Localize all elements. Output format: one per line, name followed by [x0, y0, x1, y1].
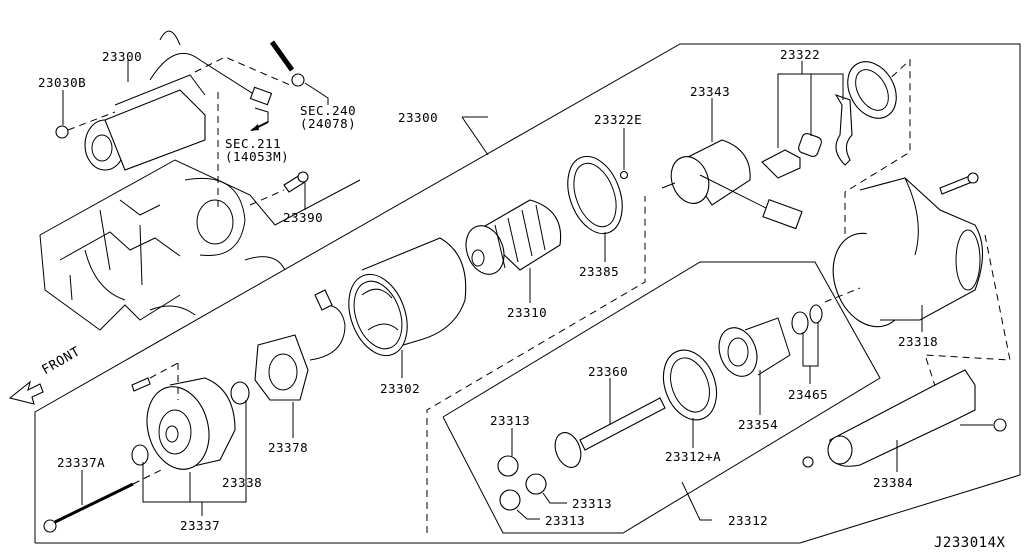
label-sec211-ref: (14053M): [225, 149, 290, 164]
label-23318: 23318: [898, 334, 939, 349]
nut-23030b-drawing: [55, 125, 69, 139]
housing-bolt-drawing: [939, 175, 973, 195]
engine-block-drawing: [39, 159, 361, 331]
planetary-group-outline: [442, 261, 881, 534]
label-23322: 23322: [780, 47, 821, 62]
label-23338: 23338: [222, 475, 263, 490]
label-23312: 23312: [728, 513, 769, 528]
label-23300-top: 23300: [102, 49, 143, 64]
internal-gear-23312a-drawing: [662, 349, 718, 421]
planetary-dashed-outline: [426, 196, 646, 533]
label-23343: 23343: [690, 84, 731, 99]
lever-set-23322-drawing: [761, 61, 897, 179]
label-23354: 23354: [738, 417, 779, 432]
label-23337: 23337: [180, 518, 221, 533]
label-23312a: 23312+A: [665, 449, 722, 464]
battery-cable-drawing: [269, 40, 295, 72]
cover-23384-drawing: [827, 369, 976, 467]
label-23030b: 23030B: [38, 75, 87, 90]
ball-23322e-drawing: [619, 170, 629, 180]
label-23313-a: 23313: [490, 413, 531, 428]
planet-gear-23313-b-drawing: [525, 473, 547, 495]
label-sec240-ref: (24078): [300, 116, 357, 131]
planet-gear-23313-c-drawing: [499, 489, 521, 511]
label-sec211[interactable]: SEC.211: [225, 136, 282, 151]
pinion-23354-drawing: [718, 317, 791, 377]
lever-dashed-outline: [844, 58, 911, 235]
label-23337a: 23337A: [57, 455, 106, 470]
main-group-outline: [34, 43, 1021, 544]
label-23465: 23465: [788, 387, 829, 402]
label-23378: 23378: [268, 440, 309, 455]
label-23310: 23310: [507, 305, 548, 320]
ring-23465-drawing: [791, 311, 809, 335]
housing-23318-drawing: [832, 177, 983, 328]
label-23384: 23384: [873, 475, 914, 490]
armature-23310-drawing: [465, 199, 562, 275]
label-23302: 23302: [380, 381, 421, 396]
solenoid-23343-drawing: [661, 139, 803, 230]
label-23300-exploded: 23300: [398, 110, 439, 125]
label-23313-b: 23313: [572, 496, 613, 511]
housing-dashed-outline: [924, 234, 1011, 396]
label-23360: 23360: [588, 364, 629, 379]
label-23390: 23390: [283, 210, 324, 225]
diagram-code: J233014X: [934, 535, 1006, 551]
brush-holder-23378-drawing: [254, 289, 346, 401]
starter-assembly-small: [84, 30, 273, 171]
shaft-23360-drawing: [554, 397, 666, 468]
label-23322e: 23322E: [594, 112, 643, 127]
planet-gear-23313-a-drawing: [497, 455, 519, 477]
label-sec240[interactable]: SEC.240: [300, 103, 357, 118]
bushing-23338-drawing: [230, 381, 250, 405]
through-bolt-23337a-drawing: [54, 482, 134, 524]
label-23385: 23385: [579, 264, 620, 279]
rear-cover-23337-drawing: [146, 377, 236, 470]
label-23313-c: 23313: [545, 513, 586, 528]
bolt-23390-drawing: [283, 171, 309, 193]
yoke-23302-drawing: [348, 237, 467, 357]
plate-23385-drawing: [567, 155, 623, 235]
front-direction-arrow-icon: [8, 380, 44, 405]
